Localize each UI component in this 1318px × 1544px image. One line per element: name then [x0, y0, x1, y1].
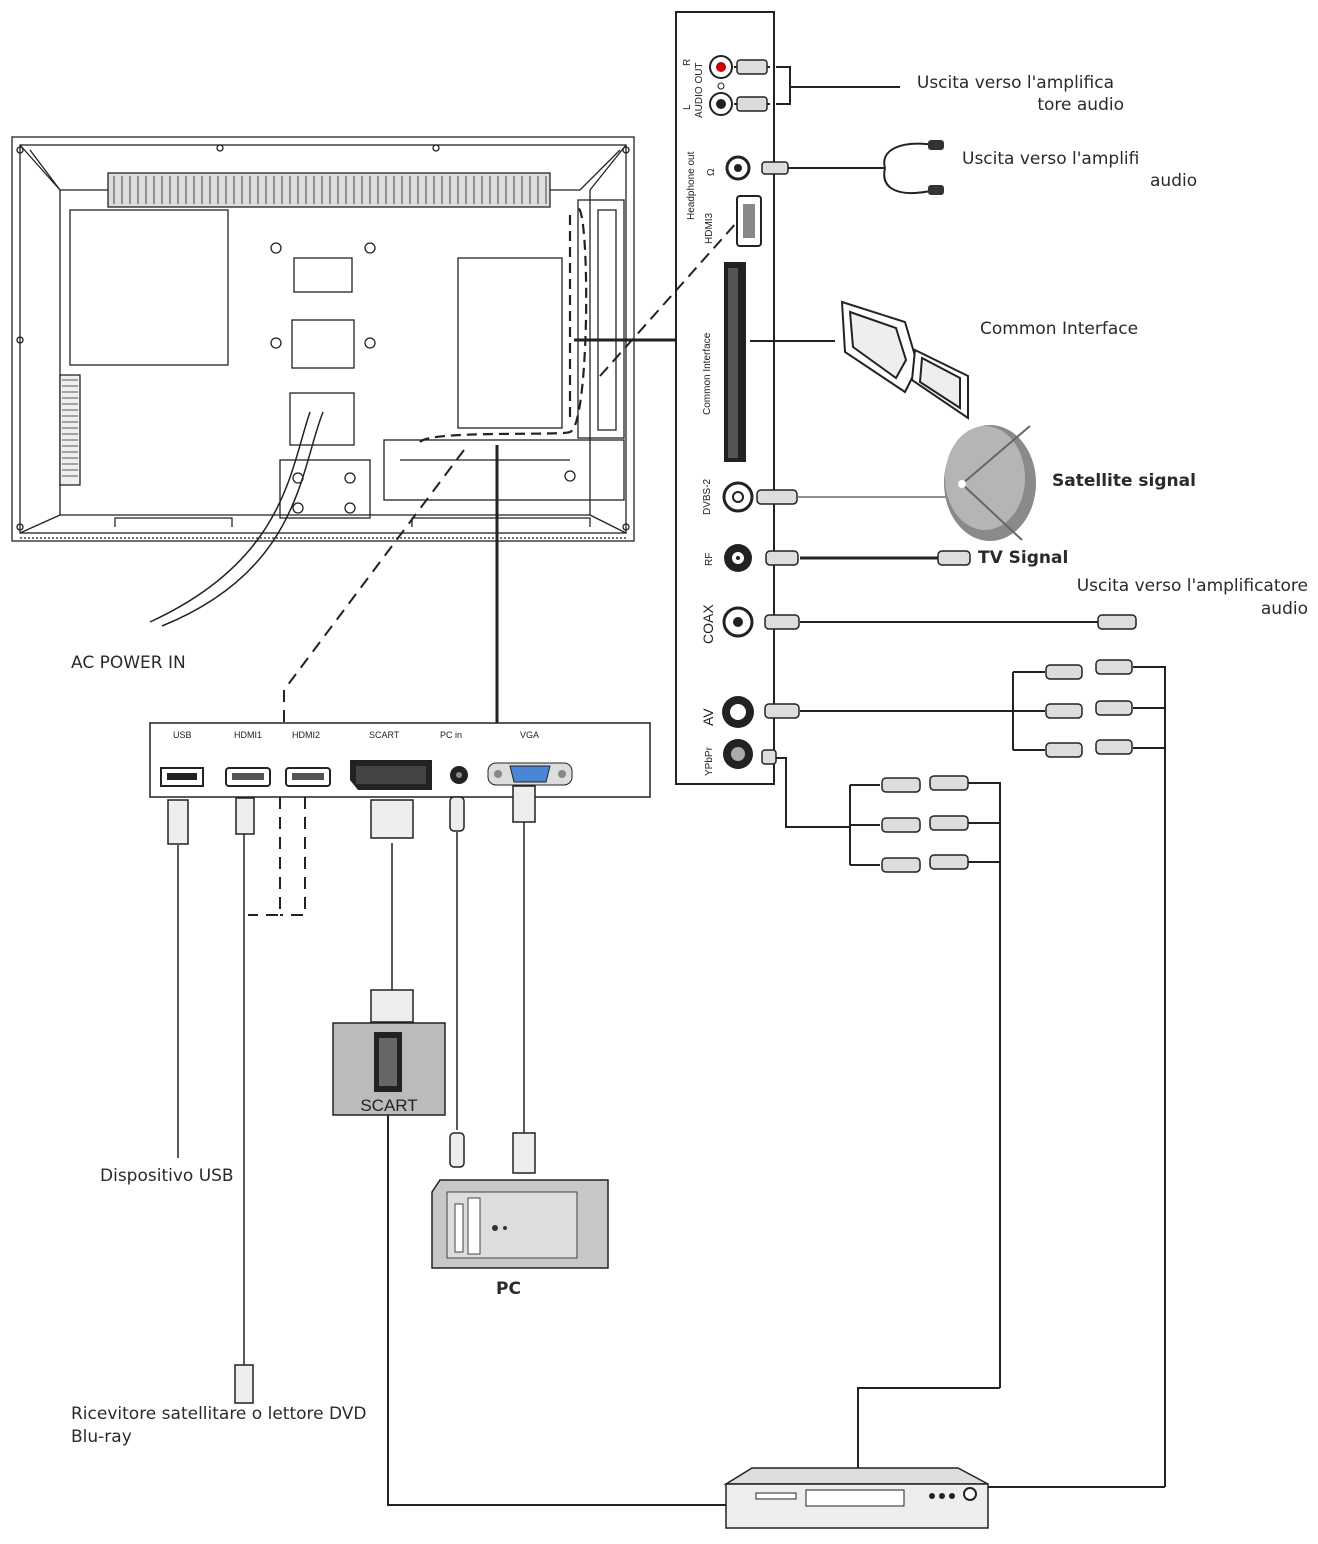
satellite-signal-label: Satellite signal	[1052, 471, 1196, 491]
coax-port-label: COAX	[700, 604, 716, 644]
hdmi-dashed-link	[283, 449, 465, 691]
side-connector-panel: AUDIO OUT R L Headphone out Ω HDMI3 Comm…	[675, 11, 775, 785]
bottom-plugs	[167, 785, 536, 1404]
dvd-player-icon	[723, 1467, 989, 1529]
power-cable	[149, 411, 324, 627]
scart-device: SCART	[332, 1022, 446, 1116]
receiver-label-line2: Blu-ray	[71, 1427, 132, 1447]
pc-in-port-label: PC in	[440, 730, 462, 740]
pc-label: PC	[496, 1279, 521, 1299]
coax-amp-label-line2: audio	[1260, 599, 1308, 619]
audio-out-amp-label-line2: tore audio	[1037, 95, 1124, 115]
usb-device-label: Dispositivo USB	[100, 1166, 234, 1186]
receiver-label-line1: Ricevitore satellitare o lettore DVD	[71, 1404, 367, 1424]
bottom-cables	[177, 797, 525, 1365]
audio-out-port-label: AUDIO OUT	[694, 62, 705, 118]
headphone-out-port-label: Headphone out	[686, 151, 697, 220]
hdmi3-dashed-link	[599, 221, 738, 377]
hdmi3-port-label: HDMI3	[704, 212, 715, 244]
satellite-dish-icon	[944, 425, 1036, 541]
bottom-connector-panel: USB HDMI1 HDMI2 SCART PC in VGA	[149, 722, 651, 798]
scart-device-label: SCART	[360, 1096, 417, 1115]
audio-l-port-label: L	[682, 104, 693, 110]
headphone-icon	[928, 140, 944, 195]
hdmi1-port-label: HDMI1	[234, 730, 262, 740]
audio-out-amp-label-line1: Uscita verso l'amplifica	[916, 73, 1114, 93]
common-interface-label: Common Interface	[980, 319, 1139, 339]
common-interface-port-label: Common Interface	[702, 332, 713, 415]
side-cables	[387, 66, 1166, 1506]
headphone-icon: Ω	[706, 168, 717, 176]
dvbs2-port-label: DVBS-2	[702, 478, 713, 515]
hdmi2-port-label: HDMI2	[292, 730, 320, 740]
side-plugs	[736, 59, 1137, 873]
tv-signal-label: TV Signal	[978, 548, 1069, 568]
vga-port-label: VGA	[520, 730, 539, 740]
headphone-amp-label-line1: Uscita verso l'amplifi	[962, 149, 1140, 169]
ci-card-icon	[840, 300, 969, 420]
audio-r-port-label: R	[682, 59, 693, 66]
ypbpr-port-label: YPbPr	[704, 746, 715, 776]
ac-power-in-label: AC POWER IN	[71, 653, 186, 673]
tv-back-illustration	[11, 136, 635, 542]
av-port-label: AV	[700, 708, 716, 726]
coax-amp-label-line1: Uscita verso l'amplificatore	[1076, 576, 1308, 596]
usb-port-label: USB	[173, 730, 192, 740]
scart-port-label: SCART	[369, 730, 400, 740]
headphone-amp-label-line2: audio	[1150, 171, 1198, 191]
pc-tower-icon	[431, 1179, 609, 1269]
rf-port-label: RF	[704, 553, 715, 566]
